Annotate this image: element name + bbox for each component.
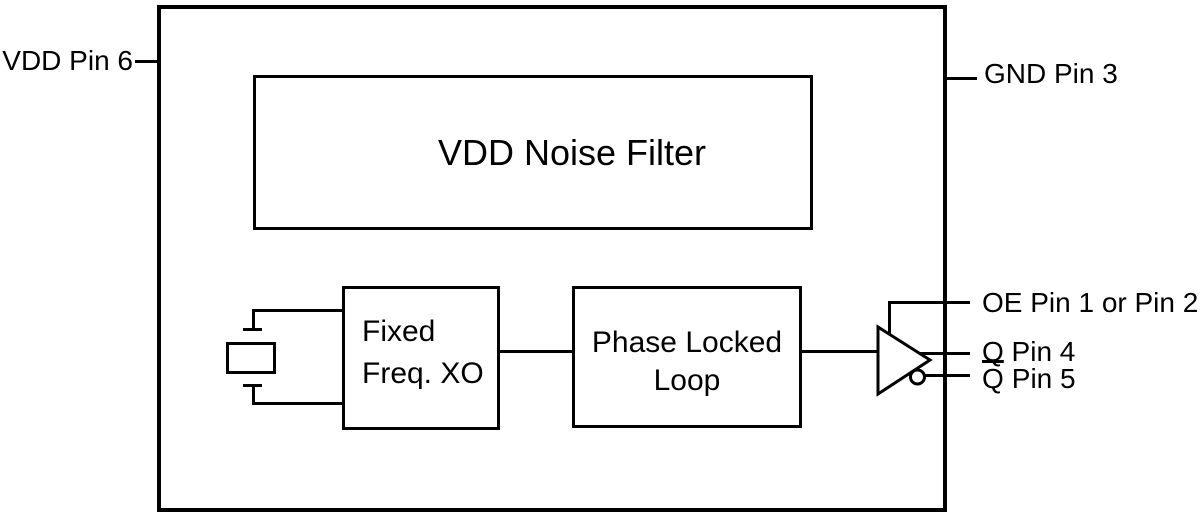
wire-gnd-tick — [947, 77, 977, 80]
qbar-rest-text: Pin 5 — [1011, 363, 1076, 394]
buffer-triangle-icon — [876, 324, 933, 397]
wire-pll-to-buffer — [802, 350, 878, 353]
vdd-noise-filter-label: VDD Noise Filter — [438, 131, 707, 173]
wire-crystal-top-stub — [252, 309, 255, 331]
wire-oe-horizontal — [889, 301, 970, 304]
qbar-overbar-text: Q — [982, 363, 1004, 394]
wire-crystal-bottom — [253, 402, 343, 405]
chip-boundary-box — [157, 5, 947, 512]
wire-vdd-tick — [135, 60, 157, 63]
fixed-freq-xo-label: Fixed Freq. XO — [362, 286, 498, 430]
wire-crystal-bottom-stub — [252, 384, 255, 405]
wire-q-output — [920, 352, 970, 355]
xo-label-line2: Freq. XO — [362, 357, 484, 390]
pin-label-oe: OE Pin 1 or Pin 2 — [982, 287, 1199, 318]
pin-label-q: Q Pin 4 — [982, 336, 1076, 367]
pll-block — [572, 286, 802, 428]
fixed-freq-xo-block — [342, 286, 500, 430]
wire-qbar-output — [925, 374, 970, 377]
pll-label-line1: Phase Locked — [591, 326, 783, 359]
output-buffer-icon — [876, 324, 933, 397]
wire-crystal-top — [253, 309, 343, 312]
xo-label-line1: Fixed — [362, 315, 436, 348]
inversion-bubble-icon — [909, 368, 926, 386]
pll-label-line2: Loop — [653, 364, 721, 397]
crystal-top-plate — [243, 328, 262, 331]
pll-label: Phase Locked Loop — [572, 286, 802, 428]
pin-label-gnd: GND Pin 3 — [984, 58, 1118, 89]
vdd-noise-filter-block — [253, 75, 813, 230]
wire-oe-vertical — [888, 301, 891, 334]
crystal-body — [226, 342, 276, 374]
wire-xo-to-pll — [500, 350, 572, 353]
pin-label-vdd: VDD Pin 6 — [2, 45, 133, 76]
